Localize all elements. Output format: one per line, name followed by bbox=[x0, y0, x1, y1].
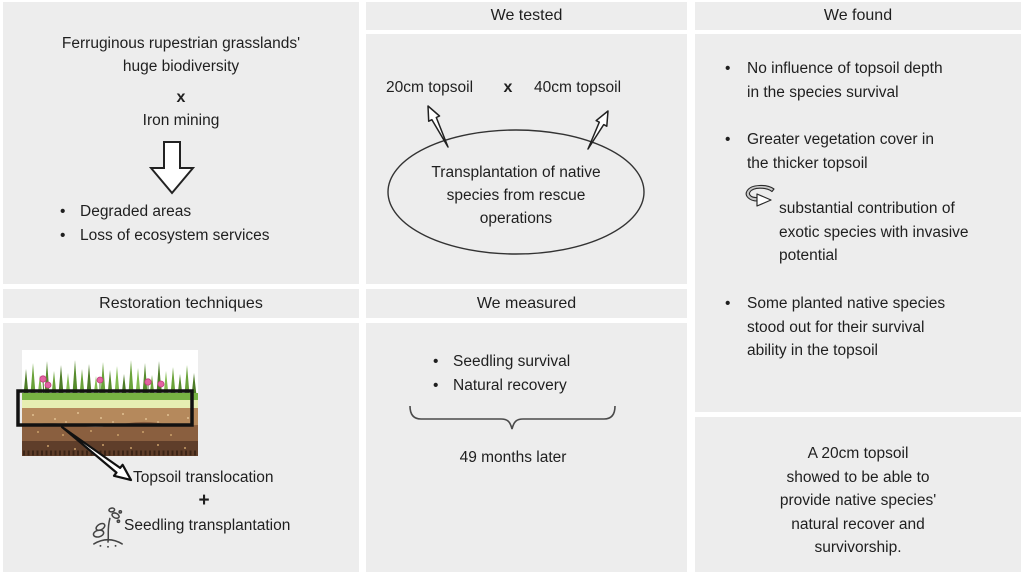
arrow-to-20cm bbox=[427, 105, 449, 148]
treatment-40cm-label: 40cm topsoil bbox=[534, 79, 622, 96]
finding-3: Some planted native species stood out fo… bbox=[725, 292, 999, 363]
seedling-icon bbox=[92, 507, 123, 548]
problem-bullet-list: Degraded areas Loss of ecosystem service… bbox=[57, 200, 347, 247]
panel-conclusion: A 20cm topsoil showed to be able to prov… bbox=[695, 417, 1021, 572]
conclusion-text: A 20cm topsoil showed to be able to prov… bbox=[779, 445, 937, 556]
cross-symbol: x bbox=[503, 79, 513, 96]
plus-symbol: + bbox=[198, 490, 210, 511]
panel-tested: 20cm topsoil x 40cm topsoil Transplantat… bbox=[366, 34, 687, 284]
panel-problem: Ferruginous rupestrian grasslands' huge … bbox=[3, 2, 359, 284]
finding-1: No influence of topsoil depth in the spe… bbox=[725, 57, 999, 104]
header-we-tested: We tested bbox=[366, 2, 687, 30]
list-item: Seedling survival bbox=[430, 350, 670, 374]
source-ellipse-text: Transplantation of native species from r… bbox=[431, 164, 601, 227]
list-item: Natural recovery bbox=[430, 374, 670, 398]
header-restoration: Restoration techniques bbox=[3, 289, 359, 318]
measured-bullet-list: Seedling survival Natural recovery bbox=[430, 350, 670, 397]
problem-factor: Iron mining bbox=[142, 112, 220, 129]
treatment-20cm-label: 20cm topsoil bbox=[386, 79, 474, 96]
block-down-arrow-icon bbox=[149, 141, 195, 195]
panel-restoration: Topsoil translocation + Seedling transpl… bbox=[3, 323, 359, 572]
flower-icons bbox=[39, 375, 165, 389]
translocation-arrow bbox=[60, 425, 133, 482]
panel-measured: Seedling survival Natural recovery 49 mo… bbox=[366, 323, 687, 572]
cross-symbol: x bbox=[176, 89, 186, 106]
tested-diagram bbox=[387, 105, 645, 255]
arrow-to-40cm bbox=[587, 110, 609, 150]
header-we-measured: We measured bbox=[366, 289, 687, 318]
timeframe-label: 49 months later bbox=[459, 449, 567, 466]
list-item: Degraded areas bbox=[57, 200, 347, 224]
topsoil-illustration bbox=[16, 350, 198, 482]
panel-found: No influence of topsoil depth in the spe… bbox=[695, 34, 1021, 412]
curved-consequence-arrow-icon bbox=[745, 184, 775, 207]
finding-2: Greater vegetation cover in the thicker … bbox=[725, 128, 999, 175]
source-ellipse bbox=[387, 129, 645, 255]
list-item: Loss of ecosystem services bbox=[57, 224, 347, 248]
finding-2-consequence: substantial contribution of exotic speci… bbox=[779, 200, 969, 264]
seedling-transplantation-label: Seedling transplantation bbox=[124, 517, 291, 534]
brace-icon bbox=[409, 405, 616, 430]
problem-title: Ferruginous rupestrian grasslands' huge … bbox=[61, 35, 301, 75]
header-we-found: We found bbox=[695, 2, 1021, 30]
topsoil-translocation-label: Topsoil translocation bbox=[133, 469, 274, 486]
topsoil-selection-rectangle bbox=[16, 389, 194, 427]
